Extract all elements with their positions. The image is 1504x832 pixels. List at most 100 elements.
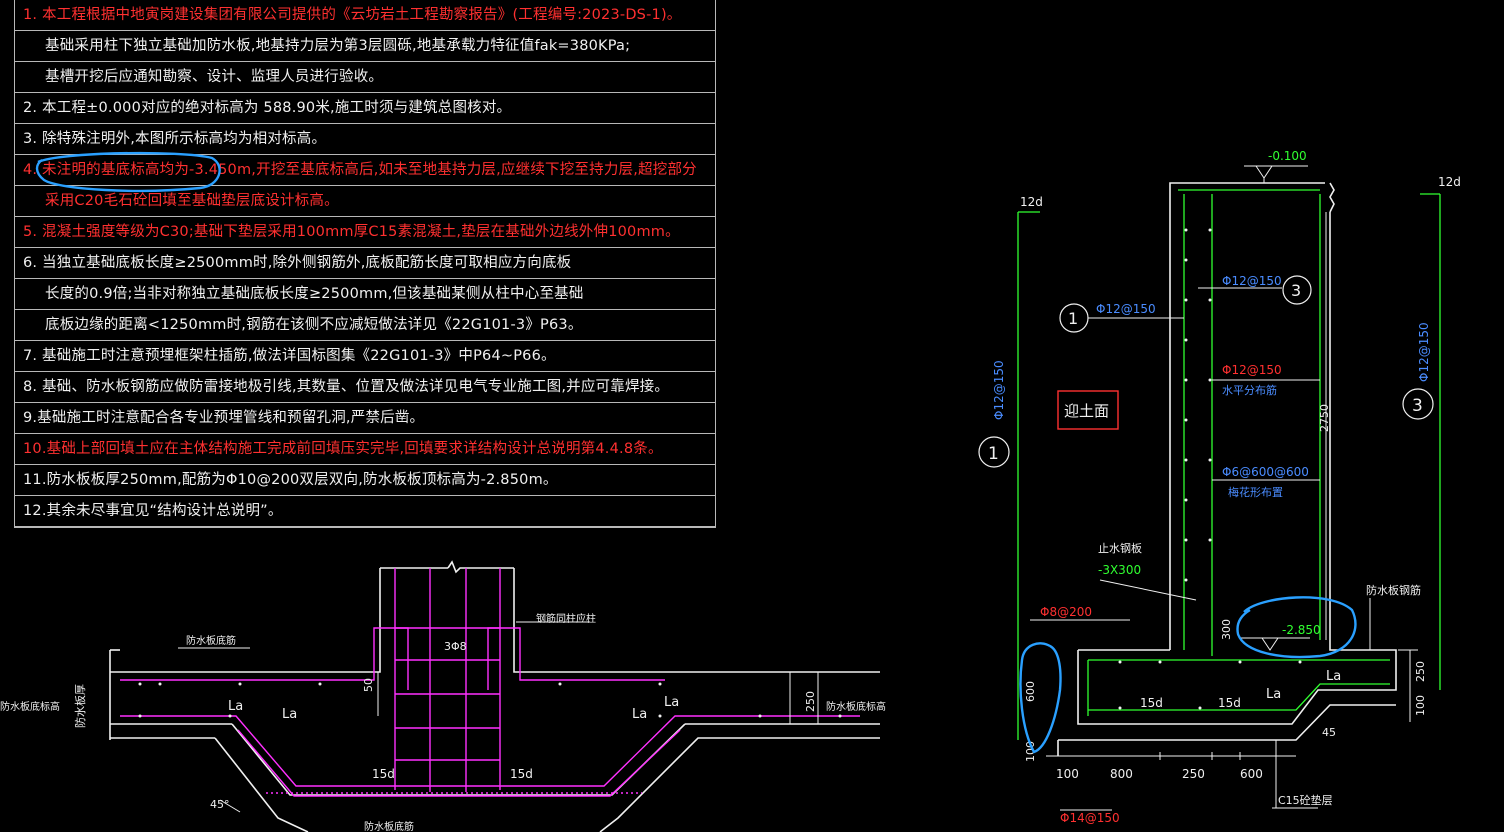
bar1-mark: 1 — [1068, 309, 1078, 328]
d15-wall-2: 15d — [1218, 696, 1241, 710]
note-row: 长度的0.9倍;当非对称独立基础底板长度≥2500mm,但该基础某侧从柱中心至基… — [15, 279, 715, 310]
d15-left: 15d — [372, 767, 395, 781]
note-row: 5. 混凝土强度等级为C30;基础下垫层采用100mm厚C15素混凝土,垫层在基… — [15, 217, 715, 248]
angle-45-left: 45° — [210, 798, 230, 811]
bottom-bar-label-left: 防水板底筋 — [364, 820, 414, 832]
note-text: 长度的0.9倍;当非对称独立基础底板长度≥2500mm,但该基础某侧从柱中心至基… — [45, 286, 584, 302]
note-text: 12.其余未尽事宜见“结构设计总说明”。 — [23, 503, 283, 519]
column-outline-left — [110, 568, 381, 673]
mark-1-wall — [1059, 303, 1089, 333]
note-row: 11.防水板板厚250mm,配筋为Φ10@200双层双向,防水板板顶标高为-2.… — [15, 465, 715, 496]
design-notes-table: 1. 本工程根据中地寅岗建设集团有限公司提供的《云坊岩土工程勘察报告》(工程编号… — [14, 0, 716, 528]
note-row: 6. 当独立基础底板长度≥2500mm时,除外侧钢筋外,底板配筋长度可取相应方向… — [15, 248, 715, 279]
slab-bottom-elev-left: 防水板底标高 — [0, 700, 60, 713]
dim-600v: 600 — [1024, 681, 1037, 702]
highlight-elevation — [1236, 596, 1357, 659]
note-row: 底板边缘的距离<1250mm时,钢筋在该侧不应减短做法详见《22G101-3》P… — [15, 310, 715, 341]
right-vert-mark: 3 — [1412, 396, 1423, 416]
dim-800: 800 — [1110, 767, 1133, 781]
soil-side-box — [1057, 390, 1119, 430]
slab-top-bar-label: 防水板底筋 — [186, 634, 236, 647]
dim-50: 50 — [362, 678, 375, 692]
note-text: 1. 本工程根据中地寅岗建设集团有限公司提供的《云坊岩土工程勘察报告》(工程编号… — [23, 7, 682, 23]
column-outline-right — [513, 568, 672, 673]
note-row: 基槽开挖后应通知勘察、设计、监理人员进行验收。 — [15, 62, 715, 93]
waterstop-label: 止水钢板 — [1098, 541, 1142, 555]
note-text: 6. 当独立基础底板长度≥2500mm时,除外侧钢筋外,底板配筋长度可取相应方向… — [23, 255, 572, 271]
note-text: 底板边缘的距离<1250mm时,钢筋在该侧不应减短做法详见《22G101-3》P… — [45, 317, 583, 333]
note-row: 4. 未注明的基底标高均为-3.450m,开挖至基底标高后,如未至地基持力层,应… — [15, 155, 715, 186]
wall-section-detail: -0.100 12d 12d Φ12@150 1 Φ12@150 3 Φ12@1… — [978, 149, 1461, 825]
note-text: 8. 基础、防水板钢筋应做防雷接地极引线,其数量、位置及做法详见电气专业施工图,… — [23, 379, 670, 395]
markup-highlights — [35, 151, 1357, 754]
d15-wall-1: 15d — [1140, 696, 1163, 710]
note-text: 4. 未注明的基底标高均为-3.450m,开挖至基底标高后,如未至地基持力层,应… — [23, 162, 697, 178]
note-text: 9.基础施工时注意配合各专业预埋管线和预留孔洞,严禁后凿。 — [23, 410, 425, 426]
d15-right: 15d — [510, 767, 533, 781]
note-text: 10.基础上部回填土应在主体结构施工完成前回填压实完毕,回填要求详结构设计总说明… — [23, 441, 663, 457]
la-right-2: La — [664, 695, 679, 710]
mark-1-left — [978, 436, 1010, 468]
cushion-label: C15砼垫层 — [1278, 793, 1333, 807]
dim-100r: 100 — [1414, 695, 1427, 716]
la-left-1: La — [228, 699, 243, 714]
d12-left: 12d — [1020, 195, 1043, 209]
bar3-label: Φ12@150 — [1222, 274, 1282, 288]
slab-bar-label: 防水板钢筋 — [1366, 583, 1421, 597]
note-row: 基础采用柱下独立基础加防水板,地基持力层为第3层圆砾,地基承载力特征值fak=3… — [15, 31, 715, 62]
bar-8: Φ8@200 — [1040, 605, 1092, 619]
horizontal-bar-note: 水平分布筋 — [1222, 383, 1277, 397]
note-text: 采用C20毛石砼回填至基础垫层底设计标高。 — [45, 193, 339, 209]
left-vert-bar: Φ12@150 — [992, 360, 1006, 420]
note-text: 基础采用柱下独立基础加防水板,地基持力层为第3层圆砾,地基承载力特征值fak=3… — [45, 38, 631, 54]
d12-right: 12d — [1438, 175, 1461, 189]
slab-bottom-elev-right: 防水板底标高 — [826, 700, 886, 713]
note-text: 5. 混凝土强度等级为C30;基础下垫层采用100mm厚C15素混凝土,垫层在基… — [23, 224, 680, 240]
note-row: 1. 本工程根据中地寅岗建设集团有限公司提供的《云坊岩土工程勘察报告》(工程编号… — [15, 0, 715, 31]
note-text: 3. 除特殊注明外,本图所示标高均为相对标高。 — [23, 131, 327, 147]
note-row: 7. 基础施工时注意预埋框架柱插筋,做法详国标图集《22G101-3》中P64~… — [15, 341, 715, 372]
highlight-note-4 — [35, 151, 221, 193]
bars-3phi8: 3Φ8 — [444, 640, 467, 653]
waterstop-size: -3X300 — [1098, 563, 1141, 577]
bar1-label: Φ12@150 — [1096, 302, 1156, 316]
la-left-2: La — [282, 707, 297, 722]
slab-thickness-label: 防水板厚 — [73, 684, 87, 728]
wall-height: 2750 — [1318, 404, 1331, 432]
note-row: 8. 基础、防水板钢筋应做防雷接地极引线,其数量、位置及做法详见电气专业施工图,… — [15, 372, 715, 403]
dim-300: 300 — [1220, 619, 1233, 640]
slab-elevation: -2.850 — [1282, 623, 1321, 637]
tie-bar: Φ6@600@600 — [1222, 465, 1309, 479]
tie-bar-note: 梅花形布置 — [1228, 485, 1283, 499]
note-row: 10.基础上部回填土应在主体结构施工完成前回填压实完毕,回填要求详结构设计总说明… — [15, 434, 715, 465]
dim-250: 250 — [1182, 767, 1205, 781]
note-row: 12.其余未尽事宜见“结构设计总说明”。 — [15, 496, 715, 527]
dim-600: 600 — [1240, 767, 1263, 781]
bar3-mark: 3 — [1291, 281, 1301, 300]
note-row: 采用C20毛石砼回填至基础垫层底设计标高。 — [15, 186, 715, 217]
right-vert-bar: Φ12@150 — [1417, 322, 1431, 382]
note-text: 7. 基础施工时注意预埋框架柱插筋,做法详国标图集《22G101-3》中P64~… — [23, 348, 556, 364]
horizontal-bar: Φ12@150 — [1222, 363, 1282, 377]
note-text: 基槽开挖后应通知勘察、设计、监理人员进行验收。 — [45, 69, 384, 85]
mark-3-right — [1402, 388, 1434, 420]
la-right-1: La — [632, 707, 647, 722]
bottom-bar: Φ14@150 — [1060, 811, 1120, 825]
angle-45-right: 45 — [1322, 726, 1336, 739]
soil-side-label: 迎土面 — [1064, 402, 1109, 420]
top-elevation: -0.100 — [1268, 149, 1307, 163]
note-text: 2. 本工程±0.000对应的绝对标高为 588.90米,施工时须与建筑总图核对… — [23, 100, 512, 116]
dim-100: 100 — [1056, 767, 1079, 781]
highlight-600 — [1019, 642, 1062, 754]
la-wall-1: La — [1326, 669, 1341, 684]
column-bar-label: 钢筋同柱应柱 — [536, 612, 596, 625]
dim-250v: 250 — [1414, 661, 1427, 682]
note-text: 11.防水板板厚250mm,配筋为Φ10@200双层双向,防水板板顶标高为-2.… — [23, 472, 558, 488]
la-wall-2: La — [1266, 687, 1281, 702]
note-row: 9.基础施工时注意配合各专业预埋管线和预留孔洞,严禁后凿。 — [15, 403, 715, 434]
foundation-section-detail: 钢筋同柱应柱 防水板底筋 3Φ8 50 La La La La 15d 15d … — [0, 560, 886, 832]
note-row: 3. 除特殊注明外,本图所示标高均为相对标高。 — [15, 124, 715, 155]
dim-100v: 100 — [1024, 741, 1037, 762]
note-row: 2. 本工程±0.000对应的绝对标高为 588.90米,施工时须与建筑总图核对… — [15, 93, 715, 124]
